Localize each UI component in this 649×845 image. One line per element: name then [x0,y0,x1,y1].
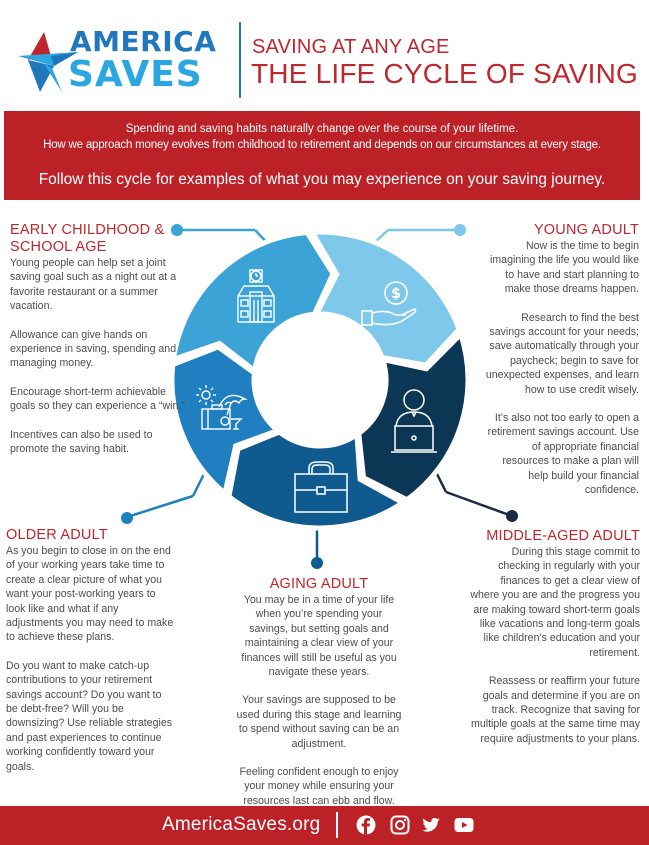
twitter-icon[interactable] [421,815,441,835]
stage-middle-paragraph: Reassess or reaffirm your future goals a… [471,675,640,745]
stage-middle-title: MIDDLE-AGED ADULT [486,528,640,544]
stage-early-paragraph: Allowance can give hands on experience i… [10,328,177,370]
connector-older [121,467,209,524]
stage-early-title-line2: SCHOOL AGE [10,239,107,255]
footer-bar: AmericaSaves.org [0,806,649,845]
stage-aging-paragraph: You may be in a time of your life when y… [241,594,397,679]
ring-center [256,316,384,444]
star-logo-icon [18,32,78,92]
connector-aging [311,528,323,569]
intro-banner: Spending and saving habits naturally cha… [4,111,640,200]
stage-aging-paragraph: Feeling confident enough to enjoy your m… [239,766,399,807]
stage-young-paragraph: Now is the time to begin imagining the l… [490,240,639,296]
stage-young-paragraph: It’s also not too early to open a retire… [487,412,639,497]
stage-early-paragraph: Young people can help set a joint saving… [10,257,177,313]
instagram-icon[interactable] [390,815,410,835]
stage-young-body: Now is the time to begin imagining the l… [485,239,639,498]
stage-early-childhood: EARLY CHILDHOOD & SCHOOL AGE Young peopl… [10,222,190,470]
stage-early-title-line1: EARLY CHILDHOOD & [10,222,165,238]
stage-aging-title: AGING ADULT [269,576,369,592]
page-subtitle: SAVING AT ANY AGE [252,36,450,58]
america-saves-logo: AMERICA SAVES [18,24,228,96]
stage-early-paragraph: Encourage short-term achievable goals so… [10,385,185,413]
stage-young-title: YOUNG ADULT [533,222,639,238]
stage-middle-paragraph: During this stage commit to checking in … [470,546,640,659]
stage-older-paragraph: As you begin to close in on the end of y… [6,545,174,644]
website-link[interactable]: AmericaSaves.org [162,814,321,835]
connector-dot-aging [311,557,323,569]
banner-call-to-action: Follow this cycle for examples of what y… [38,171,606,188]
stage-older-paragraph: Do you want to make catch-up contributio… [6,659,173,773]
stage-aging-adult: AGING ADULT You may be in a time of your… [236,576,402,822]
facebook-icon[interactable] [356,815,376,835]
stage-early-paragraph: Incentives can also be used to promote t… [10,428,153,456]
connector-dot-older [121,512,133,524]
connector-dot-middle [506,510,518,522]
banner-intro-line2: How we approach money evolves from child… [43,139,601,151]
stage-older-adult: OLDER ADULT As you begin to close in on … [6,527,176,788]
connector-young [369,224,466,248]
stage-older-body: As you begin to close in on the end of y… [6,544,176,774]
stage-young-paragraph: Research to find the best savings accoun… [485,311,639,396]
stage-young-adult: YOUNG ADULT Now is the time to begin ima… [485,222,639,512]
logo-text-saves: SAVES [68,54,203,95]
stage-older-title: OLDER ADULT [6,527,108,543]
stage-middle-aged-adult: MIDDLE-AGED ADULT During this stage comm… [470,528,640,760]
ring-segment-young [308,229,462,368]
connector-dot-young [454,224,466,236]
stage-early-body: Young people can help set a joint saving… [10,256,190,456]
header-divider [239,22,241,98]
banner-intro-line1: Spending and saving habits naturally cha… [125,123,519,135]
page-title: THE LIFE CYCLE OF SAVING [251,58,639,89]
stage-aging-body: You may be in a time of your life when y… [236,593,402,808]
ring-segment-early [170,229,336,376]
logo-text-america: AMERICA [70,25,217,58]
footer-divider [336,812,338,838]
stage-middle-body: During this stage commit to checking in … [470,545,640,746]
youtube-icon[interactable] [454,815,474,835]
stage-aging-paragraph: Your savings are supposed to be used dur… [236,694,402,750]
